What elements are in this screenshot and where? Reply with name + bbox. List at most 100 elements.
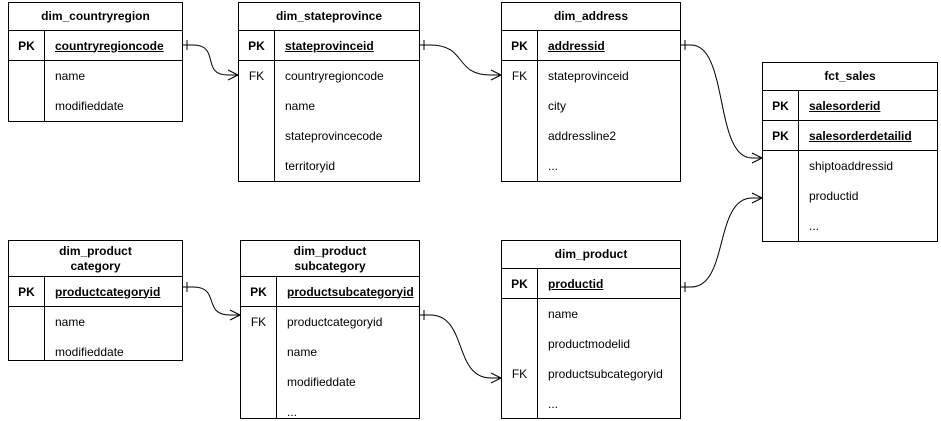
connector-address-to-sales[interactable] — [681, 40, 763, 164]
key-name: productcategoryid — [55, 284, 161, 299]
key-name: productsubcategoryid — [287, 284, 414, 299]
attribute-name: ... — [548, 159, 559, 173]
attribute-name: modifieddate — [55, 345, 124, 359]
crows-foot-prong-upper — [490, 69, 502, 76]
attribute-tag — [9, 91, 44, 121]
relationship-line — [192, 44, 229, 76]
entity-title: dim_product subcategory — [241, 241, 419, 277]
attribute-name: productcategoryid — [287, 315, 383, 329]
attribute-tag — [502, 151, 537, 181]
key-name: salesorderid — [809, 98, 881, 113]
attribute-tag — [241, 367, 276, 397]
crows-foot-prong-upper — [751, 152, 763, 159]
attribute-name: stateprovinceid — [548, 69, 629, 83]
relationship-line — [192, 286, 231, 316]
connector-subcategory-to-product[interactable] — [420, 310, 502, 384]
crows-foot-prong-lower — [229, 314, 241, 321]
attribute-tag — [241, 397, 276, 421]
attribute-name: ... — [548, 397, 559, 411]
key-tag: PK — [763, 91, 799, 120]
crows-foot-prong-lower — [227, 74, 239, 81]
relationship-line — [429, 314, 492, 379]
relationship-line — [690, 197, 753, 288]
attribute-tag — [239, 121, 274, 151]
attribute-name-column: countryregioncode name stateprovincecode te… — [275, 61, 419, 181]
key-name: stateprovinceid — [285, 38, 374, 53]
attribute-name: countryregioncode — [285, 69, 384, 83]
attribute-name: stateprovincecode — [285, 129, 383, 143]
attribute-name: name — [55, 315, 86, 329]
attribute-tag — [241, 337, 276, 367]
attribute-name: productmodelid — [548, 337, 631, 351]
attribute-name: ... — [287, 405, 298, 419]
attribute-name: productsubcategoryid — [548, 367, 663, 381]
attribute-name: city — [548, 99, 566, 113]
crows-foot-prong-upper — [227, 69, 239, 76]
relationship-line — [690, 44, 753, 159]
attribute-tag — [502, 299, 537, 329]
attribute-tag — [763, 151, 798, 181]
crows-foot-prong-upper — [490, 372, 502, 379]
attribute-block: FK name productmodelid productsubcategoryid… — [502, 299, 680, 418]
crows-foot-prong-lower — [751, 197, 763, 204]
attribute-tag — [9, 337, 44, 367]
attribute-name: name — [285, 99, 316, 113]
entity-title: dim_stateprovince — [239, 3, 419, 31]
connector-stateprovince-to-address[interactable] — [420, 40, 502, 81]
attribute-name: name — [287, 345, 318, 359]
attribute-name-column: name modifieddate — [45, 307, 182, 360]
attribute-block: name modifieddate — [9, 307, 182, 360]
connector-productcategory-to-subcategory[interactable] — [183, 282, 241, 321]
attribute-name: name — [55, 69, 86, 83]
attribute-tag — [502, 389, 537, 419]
attribute-name: name — [548, 307, 579, 321]
attribute-tag: FK — [511, 69, 528, 83]
attribute-block: FK countryregioncode name stateprovincecode… — [239, 61, 419, 181]
key-name: salesorderdetailid — [809, 128, 912, 143]
attribute-name: modifieddate — [287, 375, 356, 389]
attribute-tag-column: FK — [502, 61, 538, 181]
relationship-line — [429, 44, 492, 76]
entity-title: dim_address — [502, 3, 680, 31]
connector-product-to-sales[interactable] — [681, 192, 763, 292]
entity-title: dim_product — [502, 241, 680, 269]
attribute-tag — [239, 91, 274, 121]
entity-title: dim_countryregion — [9, 3, 182, 31]
crows-foot-prong-lower — [751, 157, 763, 164]
attribute-tag: FK — [250, 315, 267, 329]
key-tag: PK — [502, 31, 538, 60]
key-row[interactable]: PK productcategoryid — [9, 277, 182, 307]
connector-countryregion-to-stateprovince[interactable] — [183, 40, 239, 81]
attribute-tag — [763, 181, 798, 211]
attribute-tag-column — [9, 61, 45, 121]
attribute-name: territoryid — [285, 159, 336, 173]
key-tag: PK — [9, 277, 45, 306]
attribute-tag — [763, 211, 798, 241]
key-name: countryregioncode — [55, 38, 164, 53]
attribute-name: productid — [809, 189, 859, 203]
attribute-tag-column: FK — [502, 299, 538, 418]
attribute-tag — [502, 121, 537, 151]
key-row[interactable]: PK salesorderid — [763, 91, 937, 121]
crows-foot-prong-upper — [229, 309, 241, 316]
attribute-tag-column: FK — [239, 61, 275, 181]
